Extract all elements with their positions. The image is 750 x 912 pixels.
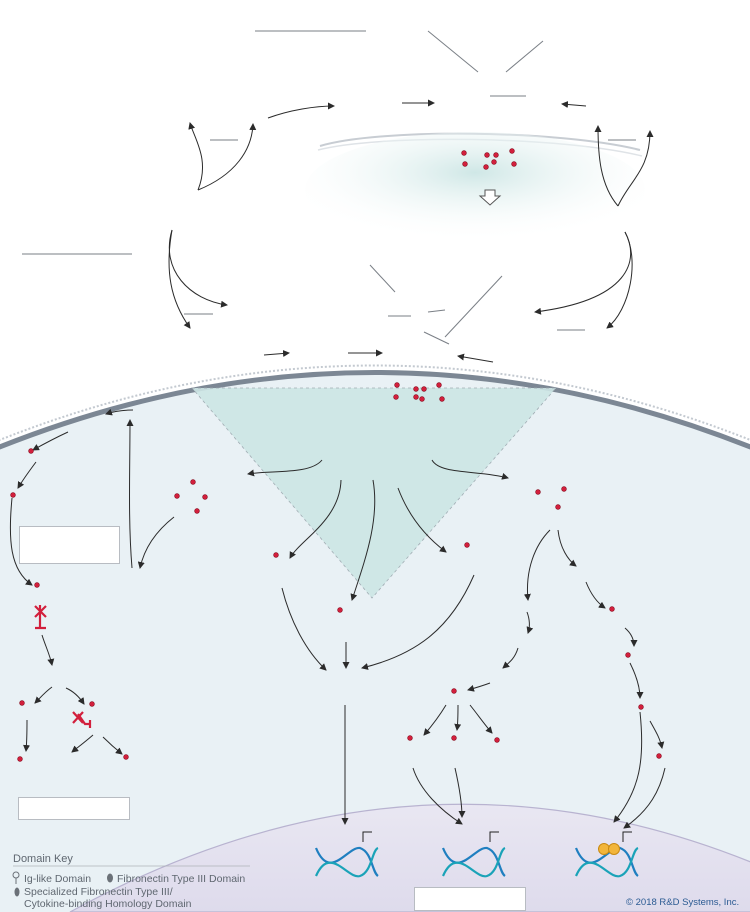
- soluble-receptor-complex: [305, 132, 645, 248]
- label-box: [19, 526, 120, 564]
- cell: [0, 364, 750, 912]
- inhibitor-marks: [34, 605, 92, 728]
- nucleus: [69, 803, 750, 912]
- dna-helix-3: [574, 831, 639, 878]
- ig-like-domain-icon: [12, 871, 20, 884]
- legend-fibronectin-type-iii-label: Fibronectin Type III Domain: [117, 873, 246, 885]
- label-box: [18, 797, 130, 820]
- legend-icons: [12, 865, 250, 897]
- label-box: [414, 887, 526, 911]
- dna-helix-1: [314, 831, 379, 878]
- phosphorylation-sites: [10, 148, 662, 762]
- legend-specialized-fibronectin-label-line2: Cytokine-binding Homology Domain: [24, 898, 192, 910]
- specialized-fibronectin-domain-icon: [14, 887, 20, 897]
- dna-helices: [314, 831, 639, 878]
- label-lines: [22, 30, 636, 345]
- domain-key-title: Domain Key: [13, 853, 73, 865]
- fibronectin-type-iii-domain-icon: [107, 873, 113, 883]
- legend-ig-like-domain-label: Ig-like Domain: [24, 873, 92, 885]
- copyright: © 2018 R&D Systems, Inc.: [626, 897, 740, 908]
- pathway-arrows: [9, 99, 666, 829]
- dna-helix-2: [441, 831, 506, 878]
- legend-specialized-fibronectin-label-line1: Specialized Fibronectin Type III/: [24, 886, 173, 898]
